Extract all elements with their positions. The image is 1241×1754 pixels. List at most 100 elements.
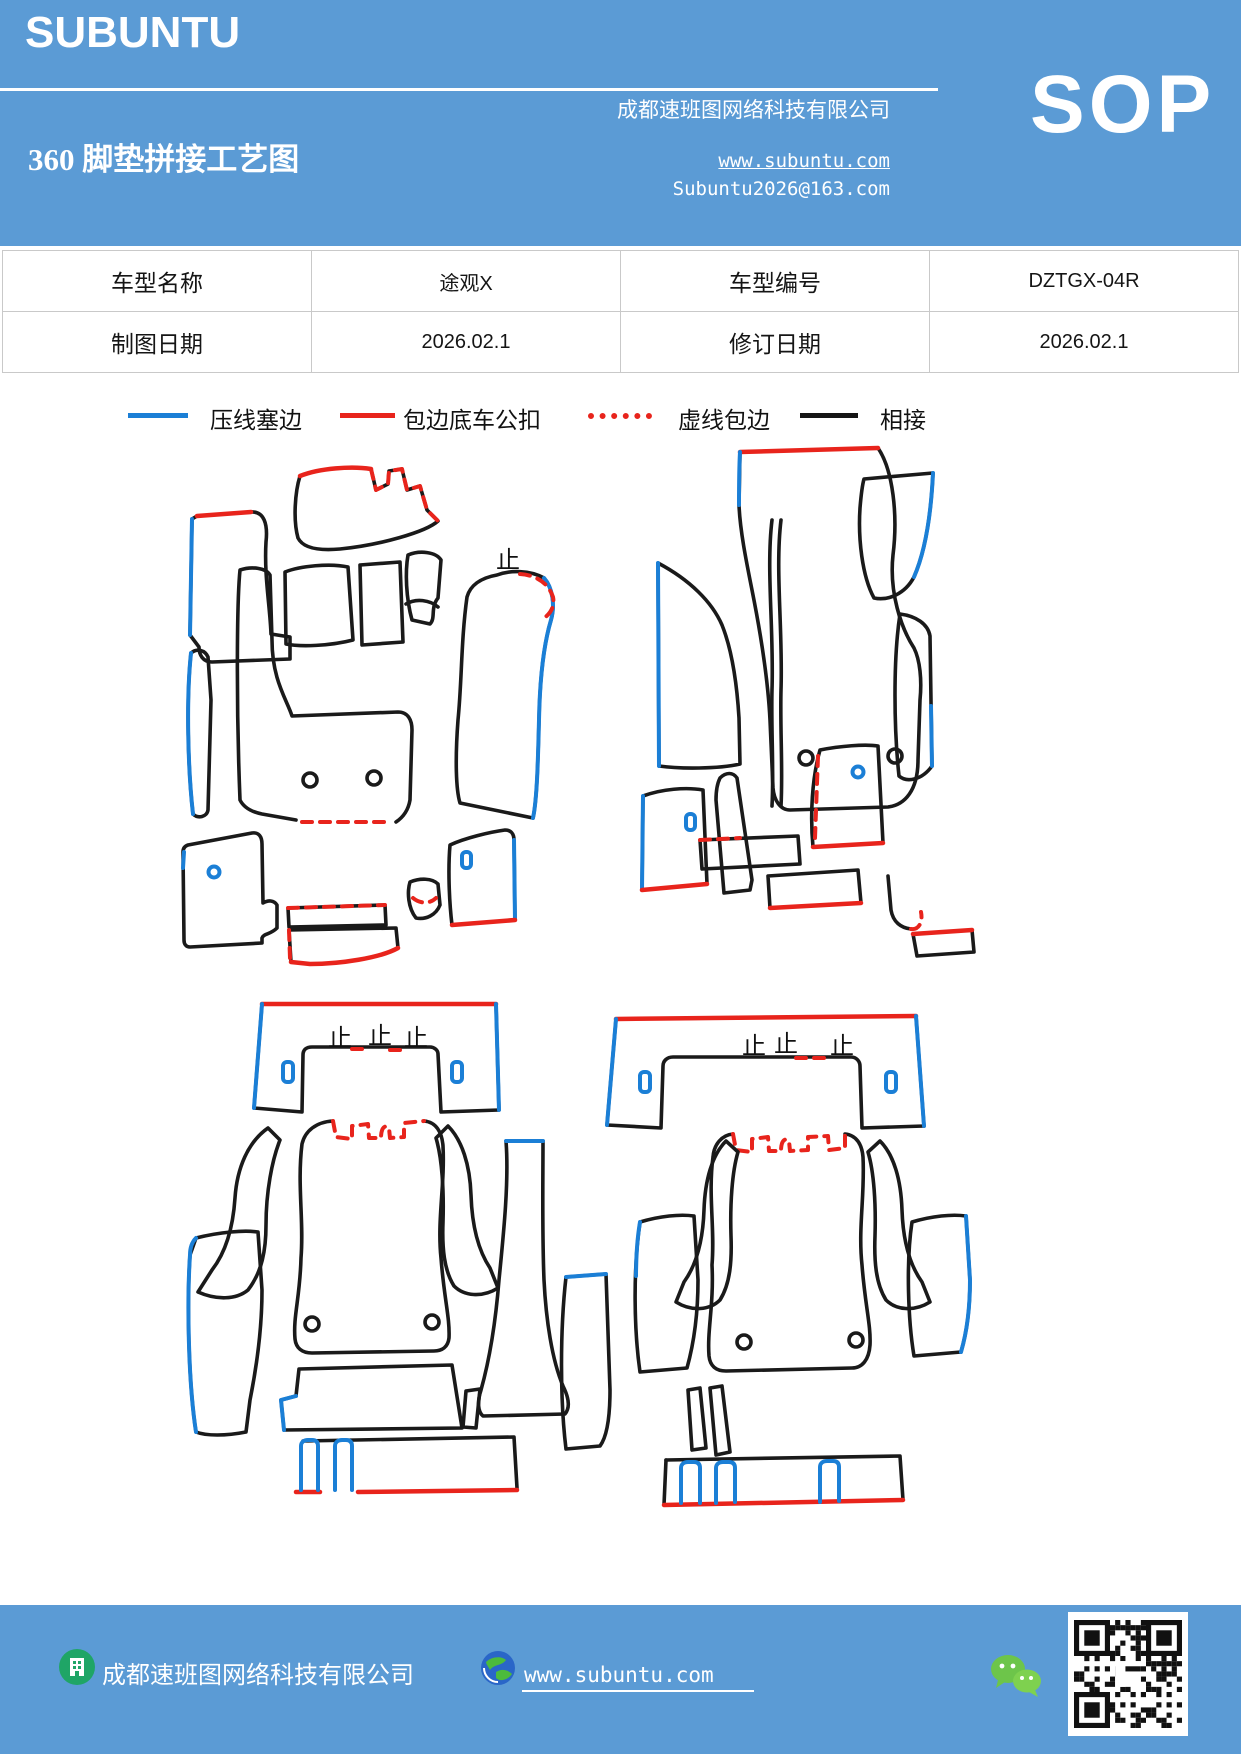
buckle-edge <box>737 445 881 455</box>
piece-outline <box>283 563 355 648</box>
piece-outline <box>640 786 709 892</box>
header-website-link[interactable]: www.subuntu.com <box>718 150 890 172</box>
slot-mark <box>281 1060 295 1084</box>
press-edge <box>640 794 645 892</box>
buckle-edge <box>810 840 886 850</box>
cell-model-name-label: 车型名称 <box>2 250 312 312</box>
pillar-piece-outline <box>476 1139 570 1418</box>
press-edge <box>818 1459 841 1504</box>
dashed-wrap-edge <box>813 754 820 840</box>
cell-draw-date-value: 2026.02.1 <box>311 311 621 373</box>
legend-label-press-edge: 压线塞边 <box>210 408 302 433</box>
globe-icon <box>481 1651 515 1685</box>
main-mat-outline <box>706 1132 872 1373</box>
piece-outline <box>279 1363 464 1432</box>
slot-mark <box>638 1070 652 1094</box>
press-edge <box>181 850 186 870</box>
piece-outline <box>404 598 440 609</box>
press-edge <box>512 838 517 922</box>
press-edge <box>252 1002 264 1110</box>
piece-outline <box>656 561 742 770</box>
hole-mark <box>886 747 904 765</box>
footer-company-name: 成都速班图网络科技有限公司 <box>102 1663 414 1689</box>
press-edge <box>737 450 742 507</box>
dashed-wrap-edge <box>411 896 438 905</box>
footer-website-link[interactable]: www.subuntu.com <box>522 1663 754 1692</box>
qr-code-pattern <box>1074 1620 1182 1728</box>
buckle-edge <box>639 881 710 893</box>
press-edge <box>914 1014 926 1128</box>
slot-mark <box>460 850 473 870</box>
slot-mark <box>684 812 697 832</box>
buckle-edge <box>449 917 518 928</box>
drawing-group-front-left: 止 <box>181 465 556 967</box>
piece-outline <box>809 743 885 849</box>
drawing-group-rear-right: 止 止 止 <box>559 1013 972 1508</box>
cell-model-name-value: 途观X <box>311 250 621 312</box>
dashed-wrap-edge <box>698 836 742 842</box>
cell-model-code-value: DZTGX-04R <box>929 250 1239 312</box>
tick-mark-text: 止 <box>742 1033 766 1060</box>
piece-outline <box>662 1458 668 1507</box>
dashed-wrap-edge <box>909 910 924 932</box>
piece-outline <box>181 831 279 949</box>
header-email: Subuntu2026@163.com <box>672 178 890 200</box>
hole-mark <box>847 1331 865 1349</box>
press-edge <box>714 1460 737 1505</box>
bridge-piece-outline <box>605 1014 926 1130</box>
hole-mark <box>423 1313 441 1331</box>
press-edge <box>186 1236 198 1434</box>
hole-mark <box>303 1315 321 1333</box>
press-edge <box>912 471 935 579</box>
blue-dot-mark <box>206 864 222 880</box>
buckle-edge <box>194 509 254 519</box>
piece-outline <box>434 1124 500 1297</box>
cell-revision-date-label: 修订日期 <box>620 311 930 373</box>
piece-outline <box>286 903 388 929</box>
tick-mark-text: 止 <box>328 1025 352 1052</box>
legend-label-buckle: 包边底车公扣 <box>403 408 541 433</box>
piece-outline <box>664 1454 905 1502</box>
cell-revision-date-value: 2026.02.1 <box>929 311 1239 373</box>
wechat-icon <box>991 1655 1041 1697</box>
buckle-edge <box>661 1497 906 1508</box>
piece-outline <box>287 926 400 966</box>
page-title: 360 脚垫拼接工艺图 <box>28 142 300 177</box>
tick-mark-text: 止 <box>830 1033 854 1060</box>
piece-outline <box>886 874 913 931</box>
piece-outline <box>196 1126 282 1300</box>
piece-outline <box>708 1384 732 1457</box>
buckle-edge <box>767 900 864 911</box>
dashed-wrap-edge <box>331 1119 426 1141</box>
hole-mark <box>797 749 815 767</box>
dashed-wrap-edge <box>731 1132 847 1154</box>
main-mat-outline <box>235 566 414 824</box>
press-edge <box>279 1394 298 1432</box>
tick-mark-text: 止 <box>404 1025 428 1052</box>
header-company-name: 成都速班图网络科技有限公司 <box>617 98 890 122</box>
buckle-edge <box>613 1013 919 1022</box>
piece-outline <box>301 1435 519 1490</box>
buckle-edge <box>288 945 401 967</box>
press-edge <box>679 1460 702 1505</box>
legend-label-dashed-wrap: 虚线包边 <box>678 408 770 433</box>
piece-outline <box>559 1272 612 1451</box>
blue-dot-mark <box>850 764 866 780</box>
dashed-wrap-edge <box>287 928 292 960</box>
slot-mark <box>884 1070 898 1094</box>
press-edge <box>634 1220 642 1278</box>
tick-mark-text: 止 <box>774 1031 798 1058</box>
main-mat-outline <box>737 446 923 812</box>
piece-outline <box>404 550 443 626</box>
sop-badge: SOP <box>1030 59 1216 150</box>
piece-outline <box>633 1213 700 1374</box>
press-edge <box>186 651 195 816</box>
piece-outline <box>906 1213 972 1358</box>
tick-mark-text: 止 <box>368 1023 392 1050</box>
press-edge <box>494 1002 501 1112</box>
table-row: 车型名称 途观X 车型编号 DZTGX-04R <box>2 250 1239 312</box>
piece-outline <box>893 612 934 782</box>
piece-outline <box>714 771 754 895</box>
piece-outline <box>293 465 440 552</box>
